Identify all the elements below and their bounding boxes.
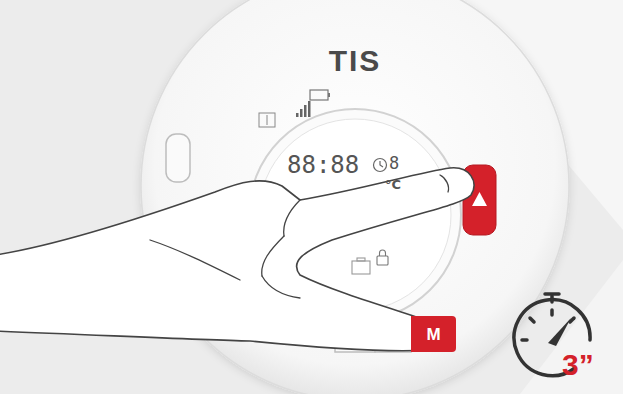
stopwatch-needle <box>548 318 571 346</box>
hand-detail <box>150 175 449 346</box>
day-readout: 8 <box>389 155 399 172</box>
brand-logo: TIS <box>329 46 382 76</box>
mode-icon <box>259 113 275 127</box>
lock-icon <box>377 250 388 265</box>
up-arrow <box>472 192 487 206</box>
battery-icon <box>328 93 330 97</box>
button-letter: M <box>426 326 440 343</box>
mode-icon <box>267 115 268 125</box>
mode-button: M <box>411 316 456 352</box>
unit-label: °C <box>385 178 401 191</box>
battery-icon <box>310 90 328 100</box>
clock-icon <box>374 159 387 172</box>
time-readout: 88:88 <box>287 153 359 177</box>
duration-label: 3” <box>562 350 594 380</box>
hand <box>0 168 474 351</box>
holiday-icon <box>352 258 370 274</box>
side-button <box>166 134 190 182</box>
signal-icon <box>296 101 311 117</box>
